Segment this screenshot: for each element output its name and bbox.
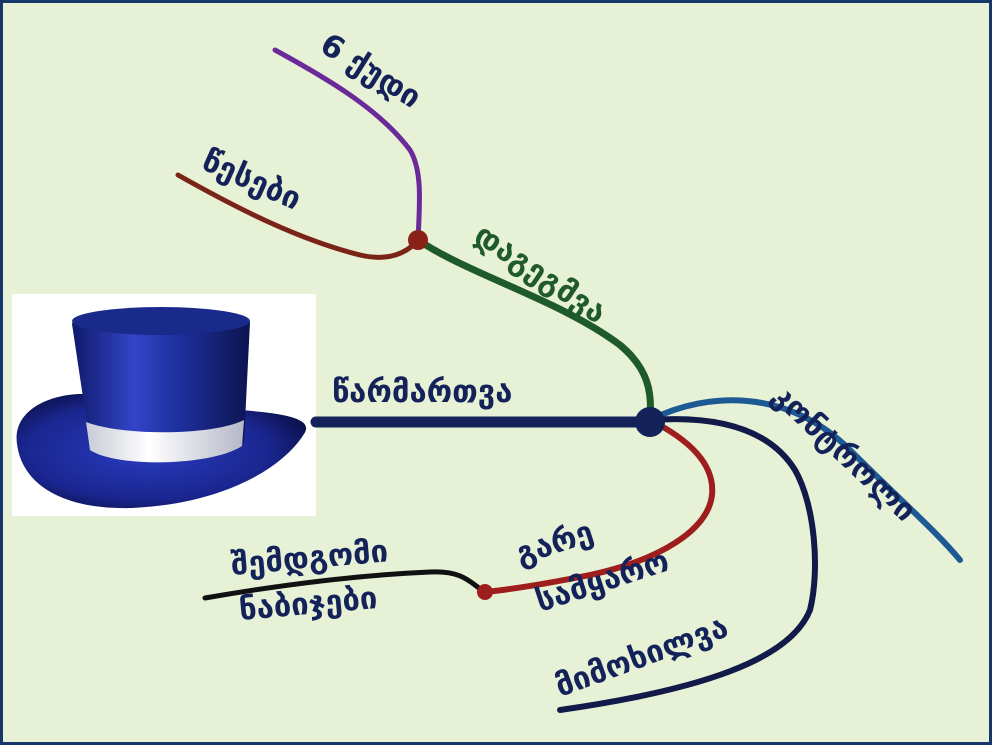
overview-label: მიმოხილვა (550, 609, 732, 705)
rules-branch-line (175, 172, 421, 260)
center-node (635, 407, 665, 437)
plan-node (408, 230, 428, 250)
rules-label: წესები (197, 142, 307, 217)
hat-image (12, 294, 316, 516)
plan-branch-line (414, 236, 655, 424)
outside-node (477, 584, 493, 600)
hats-label: 6 ქუდი (314, 26, 428, 116)
next-branch-line (202, 569, 488, 601)
blue-top-hat-icon (16, 307, 307, 509)
outside-branch-line (482, 417, 716, 595)
overview-branch-line (557, 416, 818, 713)
center-label: წარმართვა (332, 374, 512, 410)
hats-branch-line (272, 47, 423, 243)
control-branch-line (647, 397, 963, 563)
outside-label-line1: გარე (511, 514, 597, 573)
control-label: კონტროლი (765, 378, 924, 529)
